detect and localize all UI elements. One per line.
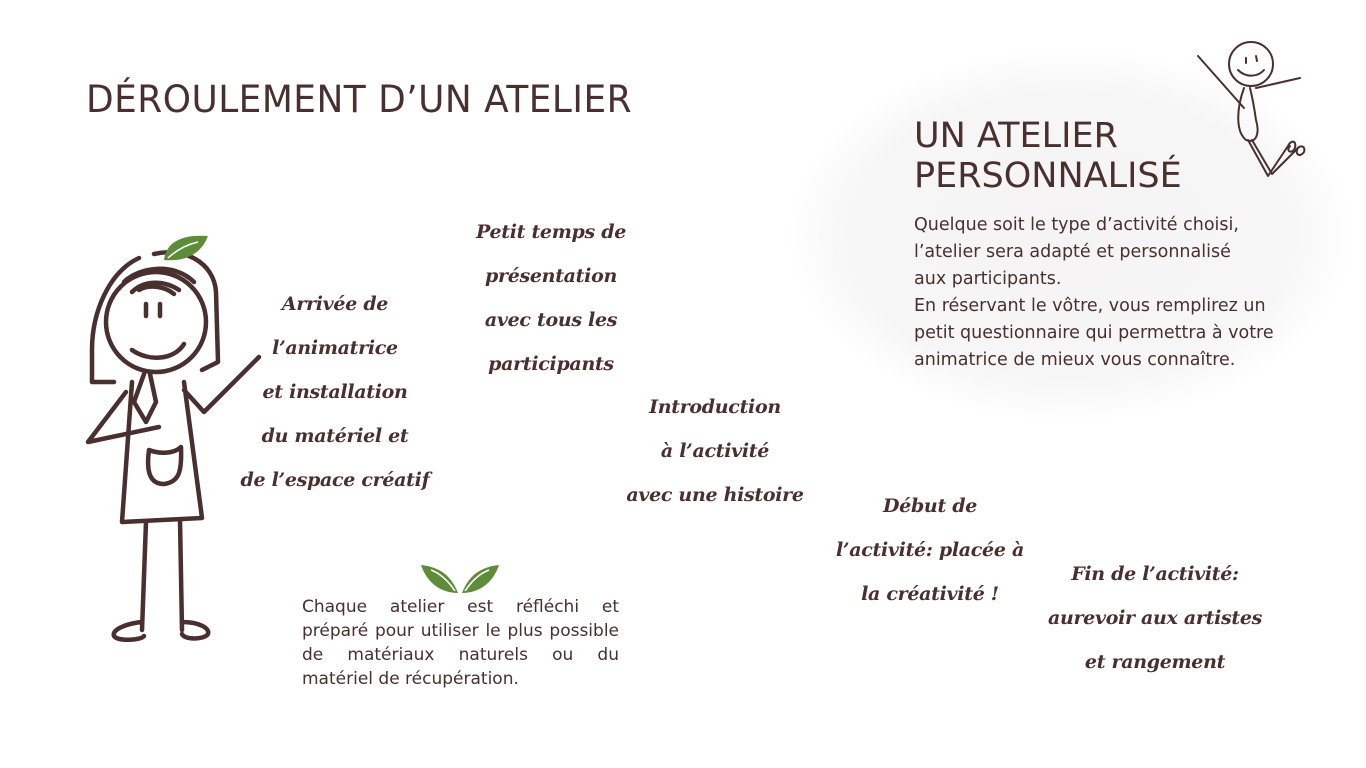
personalized-title: UN ATELIER PERSONNALISÉ xyxy=(914,116,1182,196)
page-title: DÉROULEMENT D’UN ATELIER xyxy=(86,78,633,121)
step-introduction: Introduction à l’activité avec une histo… xyxy=(626,396,804,506)
cloud-background xyxy=(790,50,1350,420)
leaves-icon xyxy=(421,565,499,593)
step-presentation: Petit temps de présentation avec tous le… xyxy=(476,221,626,375)
animatrice-illustration-icon xyxy=(85,235,262,642)
step-activity-start: Début de l’activité: placée à la créativ… xyxy=(836,495,1024,605)
step-activity-end: Fin de l’activité: aurevoir aux artistes… xyxy=(1047,563,1263,673)
eco-note-text: Chaque atelier est réfléchi et préparé p… xyxy=(302,597,619,689)
personalized-text: Quelque soit le type d’activité choisi, … xyxy=(914,215,1274,370)
jumping-figure-icon xyxy=(1197,41,1306,177)
step-arrival: Arrivée de l’animatrice et installation … xyxy=(240,293,430,491)
